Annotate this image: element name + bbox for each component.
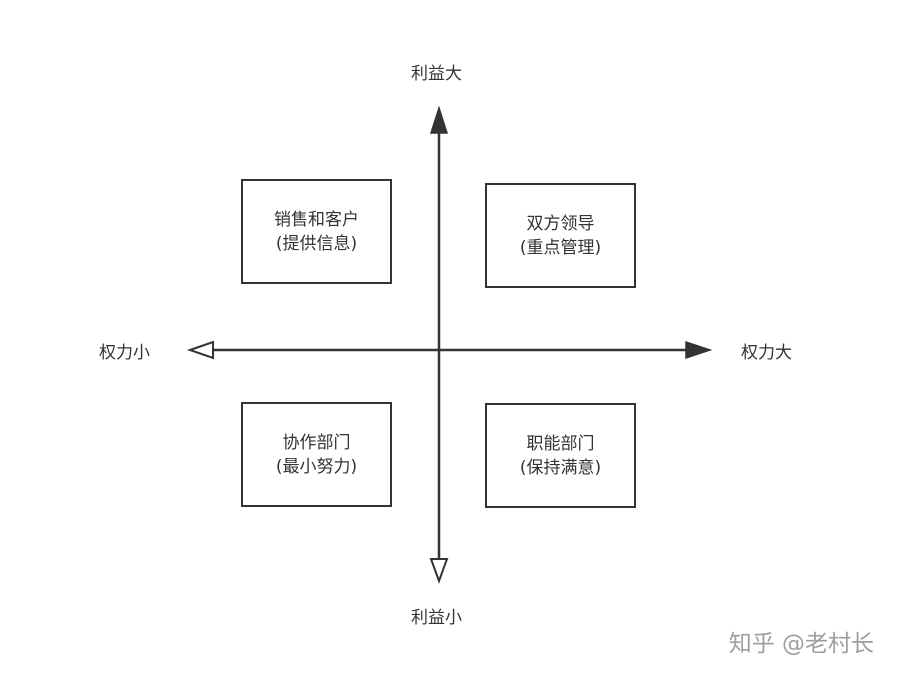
quadrant-subtitle: (最小努力) (275, 456, 358, 477)
watermark-text: 知乎 @老村长 (728, 631, 874, 657)
axis-label-top: 利益大 (411, 64, 462, 84)
quadrant-title: 职能部门 (526, 433, 595, 454)
axis-label-bottom: 利益小 (411, 608, 462, 628)
arrow-down-icon (429, 558, 449, 584)
arrow-up-icon (429, 105, 449, 134)
axis-label-left: 权力小 (99, 343, 150, 363)
quadrant-subtitle: (保持满意) (519, 457, 602, 478)
quadrant-subtitle: (重点管理) (519, 237, 602, 258)
quadrant-box-bottom-right: 职能部门 (保持满意) (485, 403, 636, 508)
quadrant-subtitle: (提供信息) (275, 233, 358, 254)
quadrant-title: 销售和客户 (274, 209, 359, 230)
quadrant-title: 双方领导 (526, 213, 595, 234)
quadrant-box-top-left: 销售和客户 (提供信息) (241, 179, 392, 284)
arrow-left-icon (186, 340, 214, 360)
quadrant-title: 协作部门 (282, 432, 351, 453)
quadrant-box-bottom-left: 协作部门 (最小努力) (241, 402, 392, 507)
quadrant-box-top-right: 双方领导 (重点管理) (485, 183, 636, 288)
axis-label-right: 权力大 (741, 343, 792, 363)
arrow-right-icon (685, 340, 713, 360)
